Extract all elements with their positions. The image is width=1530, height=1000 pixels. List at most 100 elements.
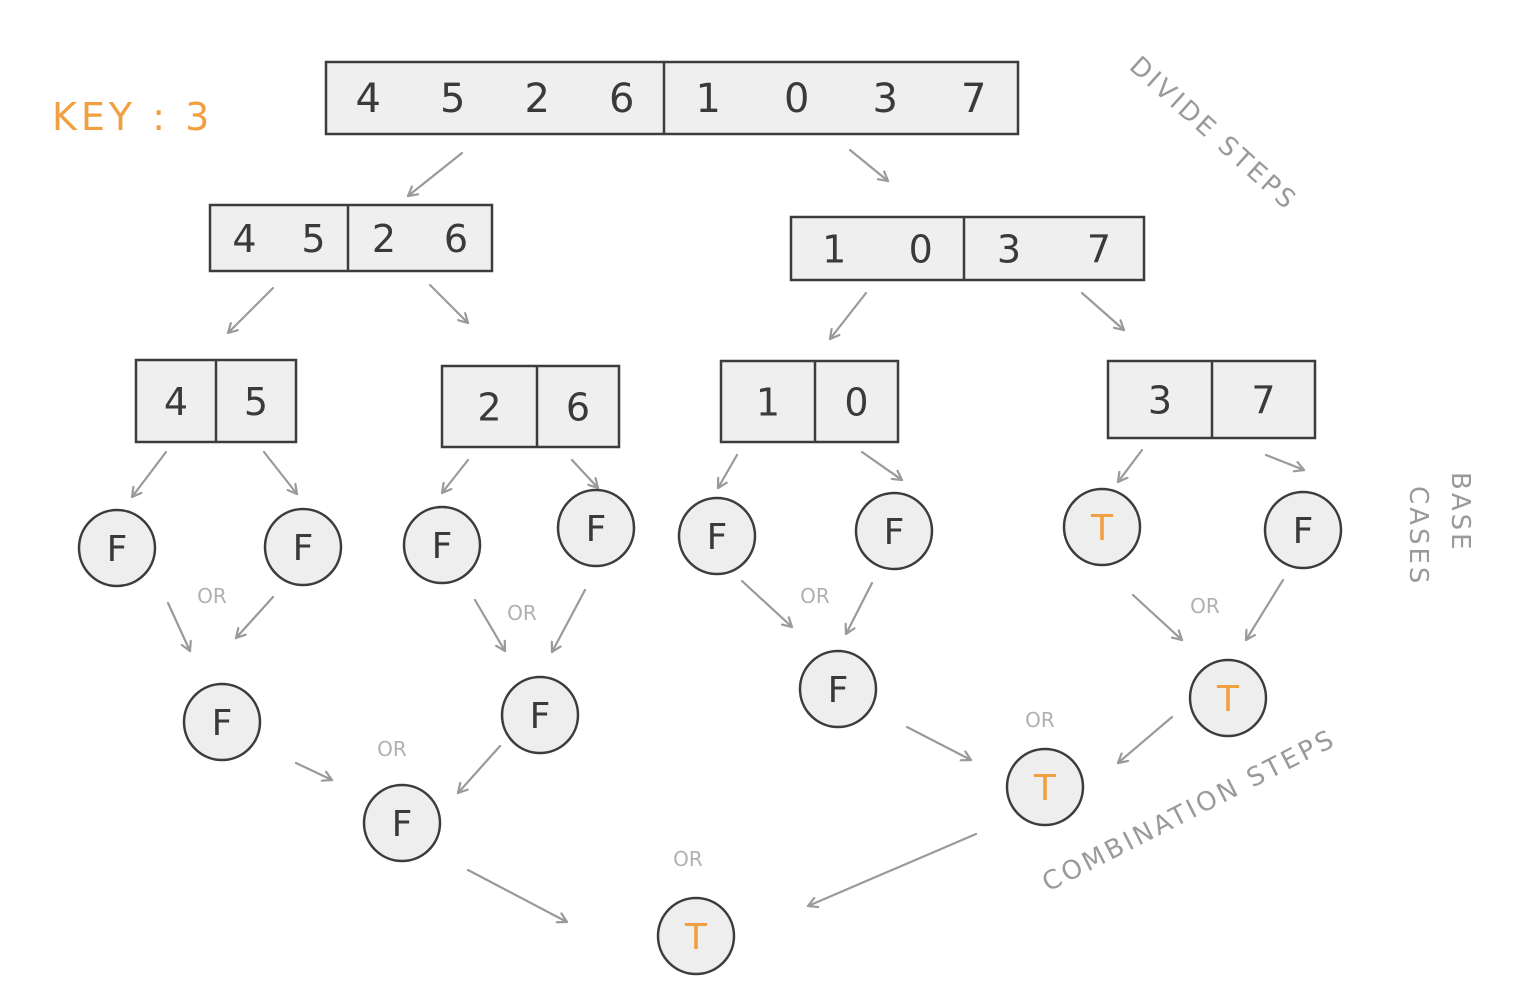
flow-arrow <box>716 453 739 490</box>
base-case-node-0: F <box>77 508 157 588</box>
array-digit: 7 <box>961 76 986 122</box>
array-digit: 2 <box>477 386 501 430</box>
node-circle <box>500 675 580 755</box>
array-digit: 3 <box>997 228 1021 272</box>
flow-arrow <box>740 579 794 629</box>
array-box-outline <box>789 215 1146 282</box>
base-case-node-5: F <box>854 491 934 571</box>
node-value: F <box>1293 511 1314 552</box>
array-digit: 4 <box>232 217 256 261</box>
node-value: F <box>828 670 849 711</box>
node-value: F <box>586 509 607 550</box>
or-operator-label: OR <box>800 584 830 608</box>
array-digit: 3 <box>1148 379 1172 423</box>
array-digit: 1 <box>696 76 721 122</box>
flow-arrow <box>456 744 502 795</box>
array-digit: 1 <box>822 228 846 272</box>
flow-arrow <box>262 450 299 496</box>
node-circle <box>1062 487 1142 567</box>
node-value: F <box>530 696 551 737</box>
flow-arrow <box>473 598 507 653</box>
flow-arrow <box>428 283 470 325</box>
or-operator-label: OR <box>507 601 537 625</box>
node-value: F <box>392 804 413 845</box>
flow-arrow <box>294 761 334 780</box>
or-operator-label: OR <box>1190 594 1220 618</box>
base-case-node-3: F <box>556 488 636 568</box>
or-operator-label: OR <box>377 737 407 761</box>
combine-level1-node-0: F <box>182 682 262 762</box>
node-circle <box>1188 658 1268 738</box>
node-circle <box>556 488 636 568</box>
node-circle <box>77 508 157 588</box>
node-circle <box>182 682 262 762</box>
base-cases-label-line2: CASES <box>1403 486 1433 586</box>
array-digit: 0 <box>784 76 809 122</box>
node-value: F <box>293 528 314 569</box>
array-digit: 7 <box>1251 379 1275 423</box>
node-circle <box>798 649 878 729</box>
combine-level1-node-3: T <box>1188 658 1268 738</box>
flow-arrow <box>1116 715 1174 765</box>
flow-arrow <box>570 458 600 490</box>
array-digit: 6 <box>566 386 590 430</box>
flow-arrow <box>1131 593 1184 642</box>
flow-arrow <box>166 601 190 653</box>
array-digit: 2 <box>372 217 396 261</box>
array-digit: 4 <box>356 76 381 122</box>
array-digit: 7 <box>1087 228 1111 272</box>
search-key-label: KEY : 3 <box>52 95 213 139</box>
node-value: F <box>432 526 453 567</box>
node-circle <box>1263 490 1343 570</box>
flow-arrow <box>440 458 470 495</box>
divide-steps-label: DIVIDE STEPS <box>1123 51 1303 217</box>
array-digit: 5 <box>301 217 325 261</box>
flow-arrow <box>1080 291 1126 332</box>
node-circle <box>402 505 482 585</box>
flow-arrow <box>1244 578 1285 642</box>
array-box-outline <box>719 359 900 444</box>
combine-level1-node-2: F <box>798 649 878 729</box>
base-case-node-4: F <box>677 496 757 576</box>
arrows <box>130 148 1306 922</box>
array-digit: 1 <box>756 381 780 425</box>
node-value: F <box>884 512 905 553</box>
base-case-node-6: T <box>1062 487 1142 567</box>
array-box-outline <box>324 60 1020 136</box>
or-operator-label: OR <box>673 847 703 871</box>
node-circle <box>854 491 934 571</box>
flow-arrow <box>860 450 904 482</box>
array-digit: 0 <box>909 228 933 272</box>
array-digit: 3 <box>873 76 898 122</box>
node-value: T <box>684 917 708 958</box>
array-digit: 5 <box>244 380 268 424</box>
base-case-node-7: F <box>1263 490 1343 570</box>
flow-arrow <box>130 450 168 499</box>
combine-level2-node-0: F <box>362 783 442 863</box>
node-value: T <box>1216 679 1240 720</box>
array-digit: 0 <box>844 381 868 425</box>
node-value: T <box>1033 768 1057 809</box>
combination-steps-label: COMBINATION STEPS <box>1038 724 1342 899</box>
flow-arrow <box>552 588 587 654</box>
base-cases-label-line1: BASE <box>1445 472 1475 553</box>
node-circle <box>1005 747 1085 827</box>
node-circle <box>656 896 736 976</box>
or-operator-label: OR <box>197 584 227 608</box>
node-value: T <box>1090 508 1114 549</box>
array-digit: 5 <box>440 76 465 122</box>
node-circle <box>362 783 442 863</box>
flow-arrow <box>226 286 275 335</box>
flow-arrow <box>1116 448 1144 484</box>
array-box-R: 1 0 3 7 <box>789 215 1146 282</box>
flow-arrow <box>406 151 464 198</box>
node-value: F <box>107 529 128 570</box>
